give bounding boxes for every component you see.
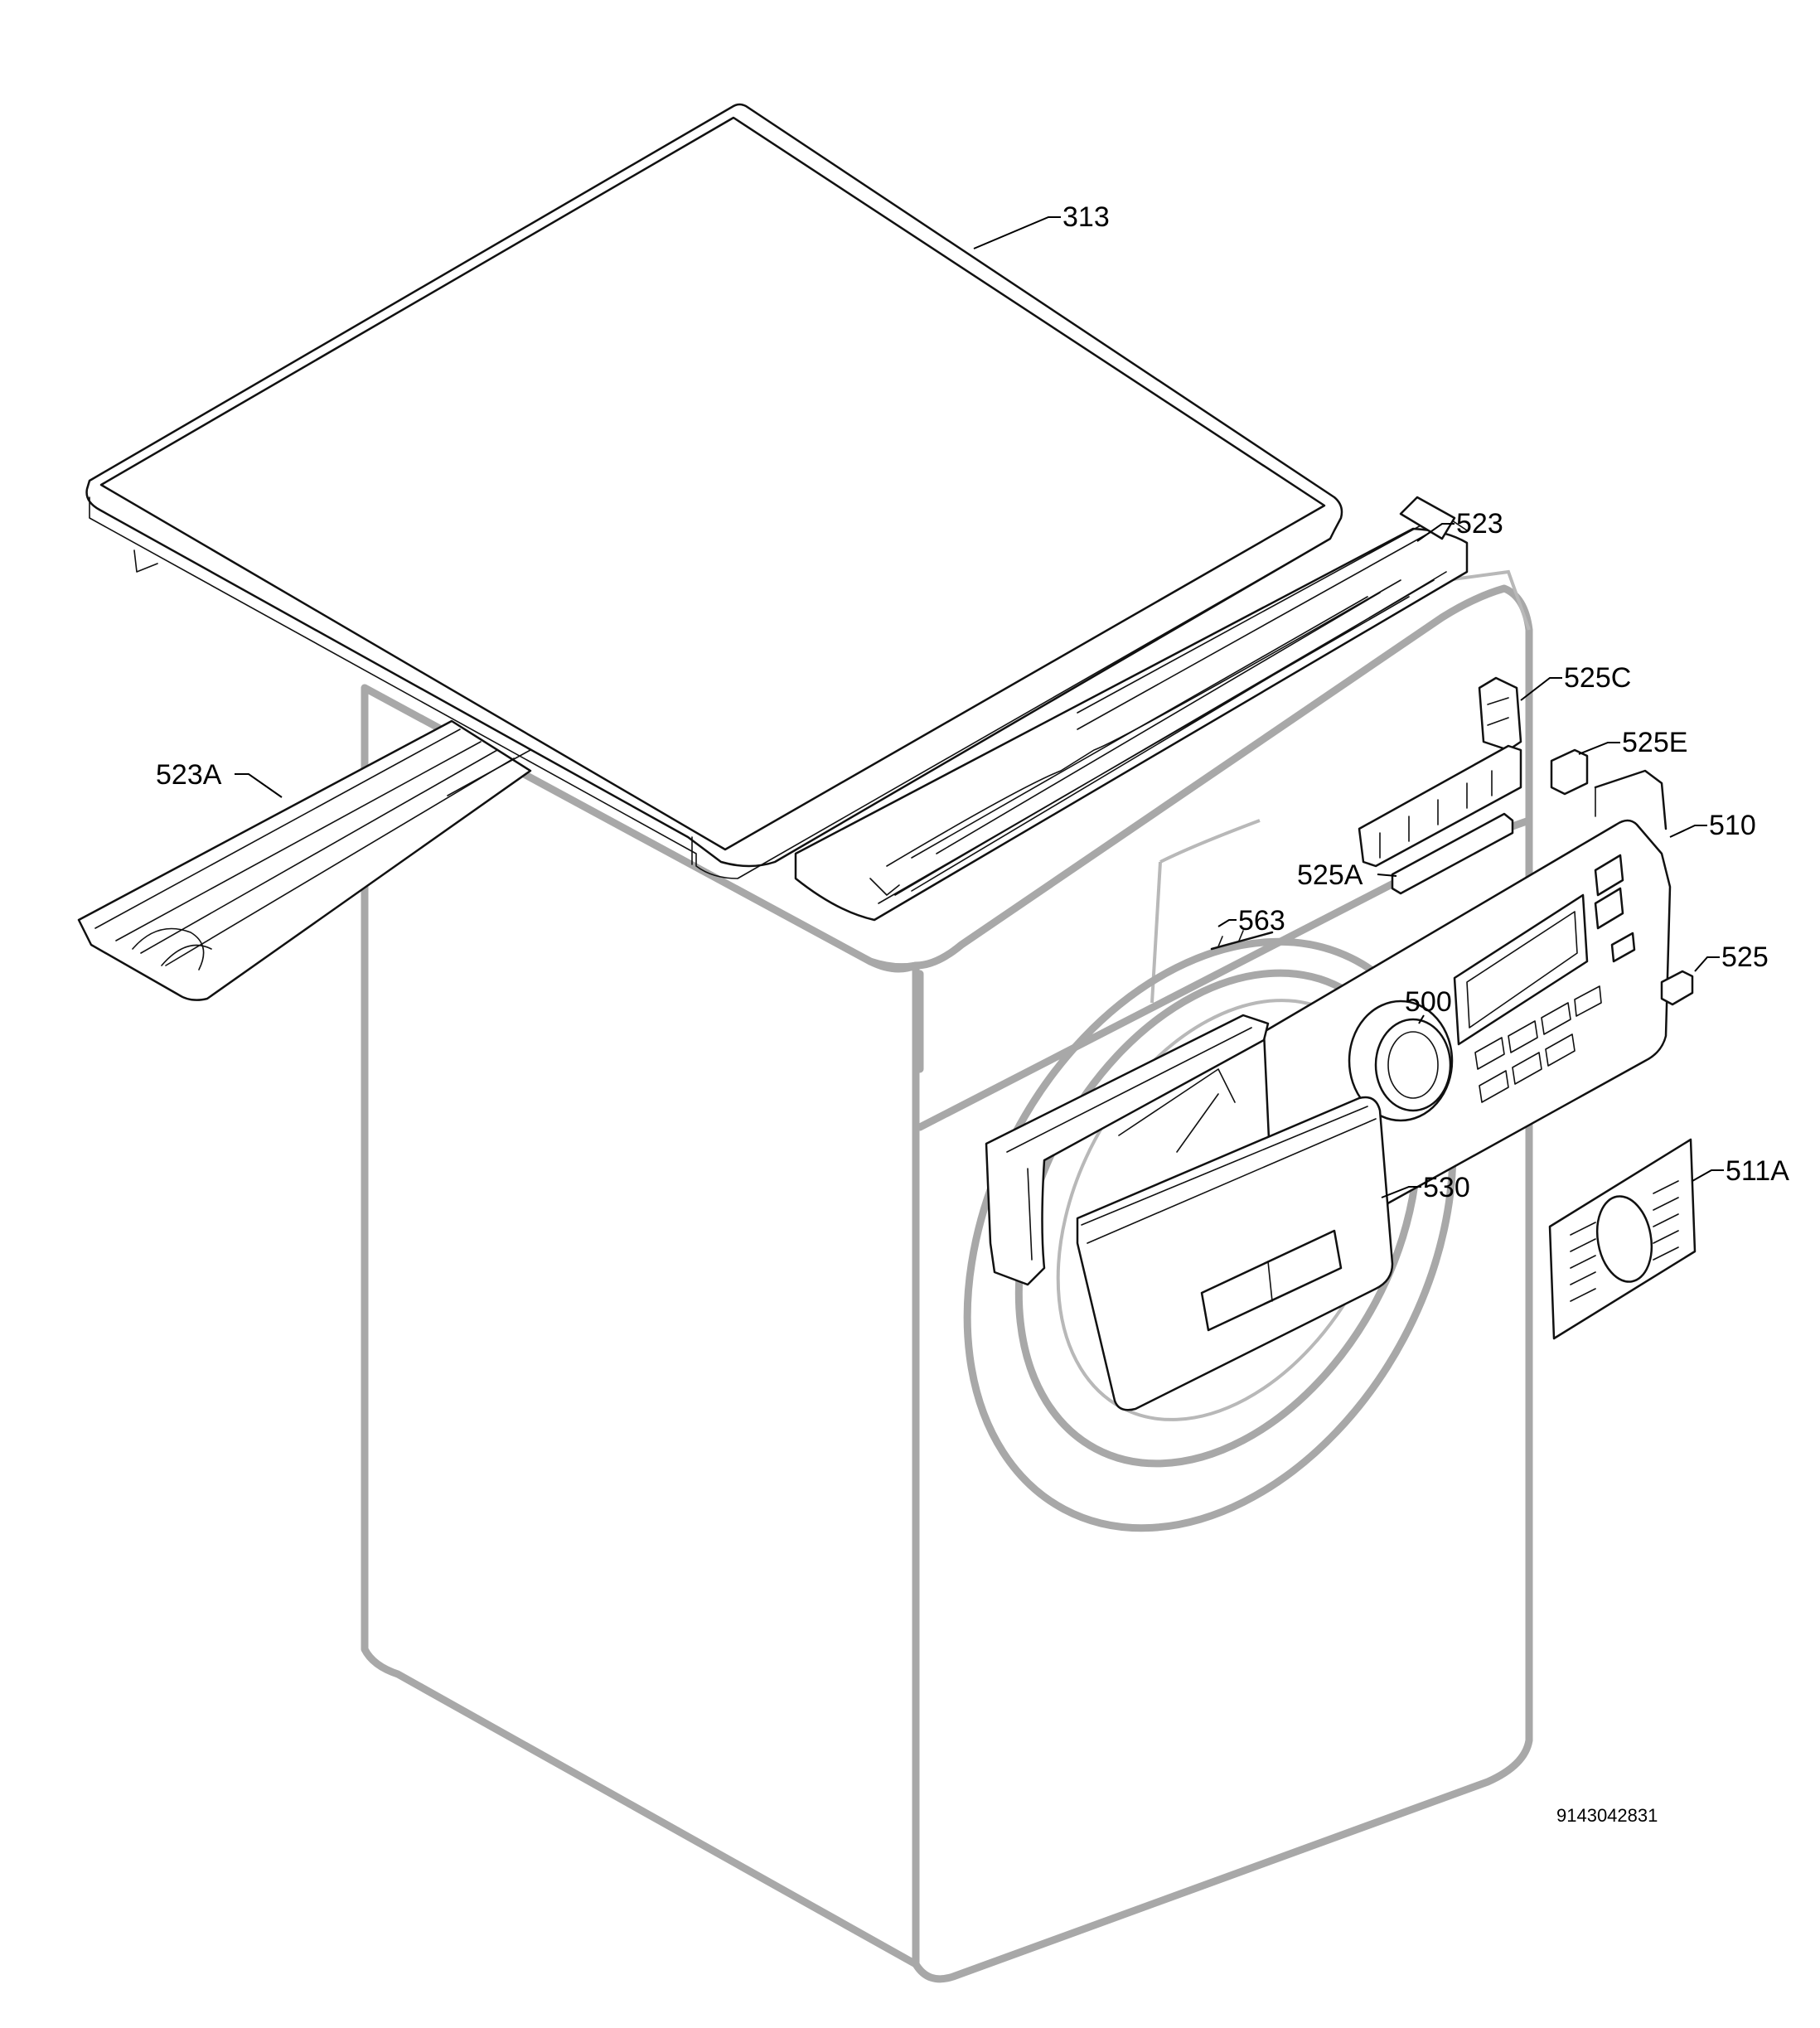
callout-523: 523 — [1456, 508, 1503, 540]
body-top-right — [1445, 569, 1531, 631]
leader-563 — [1217, 919, 1237, 927]
callout-523A: 523A — [156, 759, 222, 791]
callout-525A: 525A — [1297, 859, 1363, 891]
part-530-detergent-drawer — [985, 1014, 1394, 1411]
leader-525E — [1578, 742, 1620, 755]
callout-563: 563 — [1238, 905, 1285, 937]
drawing-code: 9143042831 — [1556, 1805, 1658, 1826]
callout-510: 510 — [1709, 810, 1756, 841]
leader-lines — [235, 216, 1724, 1198]
callout-530: 530 — [1423, 1172, 1470, 1203]
leader-511A — [1692, 1169, 1724, 1182]
part-523A-rail — [77, 719, 532, 1001]
callout-525C: 525C — [1564, 662, 1631, 694]
leader-525 — [1694, 956, 1720, 972]
callout-labels: 313 523 523A 525C 525E 510 525A 563 525 … — [156, 201, 1789, 1203]
part-511A-label-plate — [1548, 1138, 1697, 1340]
leader-510 — [1669, 825, 1707, 838]
part-525-switch — [1660, 970, 1694, 1006]
callout-525E: 525E — [1622, 727, 1687, 758]
leader-525C — [1520, 677, 1562, 701]
body-front-panel — [912, 584, 1533, 1983]
display-window — [1453, 893, 1589, 1046]
body-top-edge — [866, 957, 924, 1073]
part-500-knob — [1348, 999, 1454, 1122]
leader-523A — [235, 773, 283, 798]
callout-525: 525 — [1721, 941, 1769, 973]
leader-530 — [1381, 1186, 1421, 1198]
callout-313: 313 — [1062, 201, 1110, 233]
leader-313 — [973, 216, 1061, 249]
part-313-top-lid — [85, 103, 1343, 879]
part-525C-board — [1478, 676, 1522, 752]
part-525E-button — [1550, 748, 1589, 796]
part-525A-key-strip — [1358, 744, 1522, 895]
callout-511A: 511A — [1726, 1155, 1789, 1187]
leader-500 — [1418, 1014, 1425, 1024]
leader-523 — [1416, 523, 1455, 542]
callout-500: 500 — [1405, 986, 1452, 1018]
part-563-pin — [1210, 930, 1274, 951]
leader-525A — [1377, 874, 1397, 877]
